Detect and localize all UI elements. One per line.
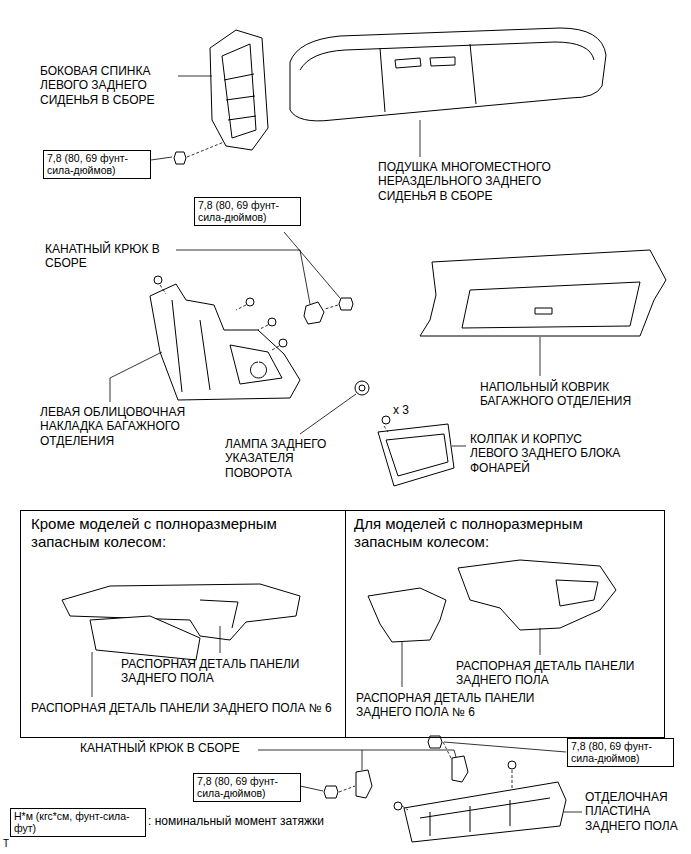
part-label: ОТДЕЛОЧНАЯ ПЛАСТИНА ЗАДНЕГО ПОЛА [585, 790, 680, 833]
leader-line [110, 352, 162, 402]
figure-code: T [3, 838, 15, 850]
part-label: ЛАМПА ЗАДНЕГО УКАЗАТЕЛЯ ПОВОРОТА [225, 437, 350, 480]
part-label: ЛЕВАЯ ОБЛИЦОВОЧНАЯ НАКЛАДКА БАГАЖНОГО ОТ… [40, 405, 200, 448]
spacer [458, 560, 616, 630]
quantity-label: x 3 [393, 403, 423, 417]
leader-line [284, 232, 340, 298]
seat-side-back-detail [222, 44, 256, 138]
spacer-detail [556, 580, 598, 606]
spacer-6 [368, 588, 446, 642]
leader-line [258, 750, 456, 770]
torque-value: 7,8 (80, 69 фунт-сила-дюймов) [571, 740, 670, 764]
legend-note: : номинальный момент затяжки [148, 814, 378, 828]
leader-line [220, 626, 221, 653]
variant-panel: Для моделей с полноразмерным запасным ко… [345, 510, 665, 738]
assembly-line [187, 142, 224, 157]
torque-value: Н*м (кгс*см, фунт-сила-фут) [14, 810, 142, 834]
leader-line [300, 786, 323, 791]
screw [246, 298, 254, 306]
screw [394, 802, 402, 810]
part-label: КАНАТНЫЙ КРЮК В СБОРЕ [80, 741, 280, 755]
lamp-lens [378, 424, 454, 486]
torque-value: 7,8 (80, 69 фунт-сила-дюймов) [47, 152, 147, 176]
part-label: КАНАТНЫЙ КРЮК В СБОРЕ [45, 242, 175, 271]
lamp-socket [355, 381, 369, 395]
panel-heading: Для моделей с полноразмерным запасным ко… [354, 515, 604, 551]
bolt [339, 298, 353, 310]
leader-line [540, 337, 541, 376]
nut [382, 416, 390, 424]
screw [508, 761, 516, 769]
spacer-6 [90, 616, 200, 660]
part-label: ПОДУШКА МНОГОМЕСТНОГО НЕРАЗДЕЛЬНОГО ЗАДН… [378, 160, 563, 203]
rope-hook [452, 756, 468, 782]
trunk-side-trim [150, 284, 300, 400]
lamp-socket [359, 385, 365, 391]
leader-line [452, 446, 466, 447]
seat-side-back [210, 30, 268, 150]
leader-line [178, 76, 212, 77]
panel-heading: Кроме моделей с полноразмерным запасным … [31, 515, 281, 551]
torque-value: 7,8 (80, 69 фунт-сила-дюймов) [198, 199, 297, 223]
part-label: РАСПОРНАЯ ДЕТАЛЬ ПАНЕЛИ ЗАДНЕГО ПОЛА № 6 [356, 691, 556, 720]
part-label: РАСПОРНАЯ ДЕТАЛЬ ПАНЕЛИ ЗАДНЕГО ПОЛА [456, 659, 656, 688]
leader-line [151, 157, 172, 160]
floor-mat-lid [462, 282, 640, 328]
part-label: БОКОВАЯ СПИНКА ЛЕВОГО ЗАДНЕГО СИДЕНЬЯ В … [40, 64, 175, 107]
variant-panel: Кроме моделей с полноразмерным запасным … [20, 510, 346, 738]
seat-cushion [290, 28, 606, 121]
leader-line [92, 652, 93, 697]
torque-value: 7,8 (80, 69 фунт-сила-дюймов) [197, 775, 297, 799]
rope-hook [304, 302, 324, 324]
seat-cushion-detail [300, 42, 594, 112]
spacer-detail [200, 600, 238, 628]
assembly-line [160, 285, 279, 350]
finish-plate-detail [420, 798, 550, 836]
torque-spec-box: 7,8 (80, 69 фунт-сила-дюймов) [193, 773, 301, 802]
part-label: НАПОЛЬНЫЙ КОВРИК БАГАЖНОГО ОТДЕЛЕНИЯ [480, 380, 670, 409]
part-label: РАСПОРНАЯ ДЕТАЛЬ ПАНЕЛИ ЗАДНЕГО ПОЛА № 6 [31, 701, 341, 715]
trim-detail [172, 300, 282, 392]
leader-line [300, 394, 356, 434]
torque-spec-box: 7,8 (80, 69 фунт-сила-дюймов) [567, 738, 674, 767]
leader-line [402, 642, 403, 687]
leader-line [564, 812, 582, 813]
bolt [324, 786, 338, 798]
part-label: КОЛПАК И КОРПУС ЛЕВОГО ЗАДНЕГО БЛОКА ФОН… [470, 432, 630, 475]
screw [279, 339, 287, 347]
torque-spec-box: 7,8 (80, 69 фунт-сила-дюймов) [43, 150, 151, 179]
screw [268, 318, 276, 326]
torque-legend-box: Н*м (кгс*см, фунт-сила-фут) [10, 808, 146, 837]
leader-line [540, 628, 541, 655]
part-label: РАСПОРНАЯ ДЕТАЛЬ ПАНЕЛИ ЗАДНЕГО ПОЛА [121, 657, 336, 686]
leader-line [176, 250, 310, 304]
screw [154, 276, 162, 284]
assembly-line [339, 742, 512, 810]
torque-spec-box: 7,8 (80, 69 фунт-сила-дюймов) [194, 197, 301, 226]
rope-hook [356, 770, 372, 798]
bolt [174, 152, 186, 164]
leader-line [420, 120, 421, 157]
finish-plate [404, 782, 566, 842]
floor-mat [420, 250, 666, 336]
leader-line [444, 742, 566, 752]
assembly-line [325, 305, 338, 309]
lamp-lens-detail [386, 434, 448, 476]
assembly-line [384, 426, 388, 432]
